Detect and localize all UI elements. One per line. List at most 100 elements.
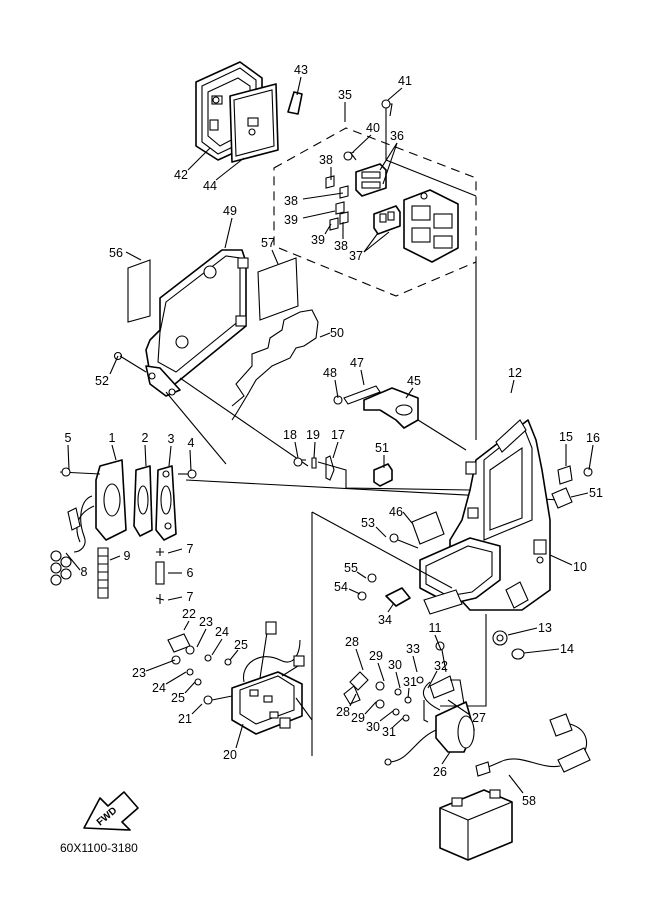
leader-line-c53 bbox=[375, 526, 387, 538]
leader-line-c29a bbox=[377, 662, 385, 682]
leader-line-c28b bbox=[349, 693, 357, 707]
leader-line-c43 bbox=[296, 76, 302, 96]
forward-arrow-icon: FWD bbox=[83, 791, 139, 831]
callout-c35: 35 bbox=[338, 88, 352, 102]
leader-line-c39b bbox=[324, 223, 332, 235]
leader-line-c25a bbox=[229, 649, 239, 661]
leader-line-c14 bbox=[523, 648, 560, 654]
callout-c29b: 29 bbox=[351, 711, 365, 725]
leader-line-c31b bbox=[392, 717, 404, 728]
leader-line-c37b bbox=[363, 231, 390, 253]
mid-parts bbox=[293, 385, 471, 491]
leader-line-c4 bbox=[189, 449, 192, 472]
relay-group-35 bbox=[273, 99, 477, 440]
callout-c42: 42 bbox=[174, 168, 188, 182]
callout-c45: 45 bbox=[407, 374, 421, 388]
callout-c10: 10 bbox=[573, 560, 587, 574]
leader-line-c11 bbox=[434, 634, 442, 651]
callout-c9: 9 bbox=[124, 549, 131, 563]
callout-c31a: 31 bbox=[403, 675, 417, 689]
callout-c28b: 28 bbox=[336, 705, 350, 719]
callout-c55: 55 bbox=[344, 561, 358, 575]
leader-line-c24a bbox=[211, 638, 223, 656]
leader-line-c26 bbox=[441, 751, 451, 765]
electrical-bracket-10 bbox=[311, 419, 593, 756]
callout-c19: 19 bbox=[306, 428, 320, 442]
leader-line-c7b bbox=[167, 596, 183, 601]
callout-c3: 3 bbox=[168, 432, 175, 446]
leader-line-c13 bbox=[507, 627, 538, 636]
callout-c38b: 38 bbox=[284, 194, 298, 208]
leader-line-c47 bbox=[360, 369, 365, 386]
leader-line-c27 bbox=[447, 699, 471, 716]
callout-c48: 48 bbox=[323, 366, 337, 380]
leader-line-c50 bbox=[319, 332, 331, 338]
callout-c44: 44 bbox=[203, 179, 217, 193]
callout-c51b: 51 bbox=[589, 486, 603, 500]
leader-line-c56 bbox=[125, 251, 142, 261]
leader-line-c45 bbox=[405, 387, 414, 399]
callout-c33: 33 bbox=[406, 642, 420, 656]
callout-c51: 51 bbox=[375, 441, 389, 455]
callout-c47: 47 bbox=[350, 356, 364, 370]
callout-c25a: 25 bbox=[234, 638, 248, 652]
callout-c58: 58 bbox=[522, 794, 536, 808]
callout-c27: 27 bbox=[472, 711, 486, 725]
leader-line-c20 bbox=[235, 723, 244, 749]
drawing-code: 60X1100-3180 bbox=[60, 841, 138, 855]
starter-relay-26 bbox=[343, 671, 475, 766]
leader-line-c42 bbox=[187, 147, 211, 171]
leader-line-c30b bbox=[379, 710, 394, 722]
callout-c28a: 28 bbox=[345, 635, 359, 649]
callout-c18: 18 bbox=[283, 428, 297, 442]
leader-line-c3 bbox=[168, 445, 172, 467]
leader-line-c57 bbox=[271, 249, 279, 265]
callout-c37: 37 bbox=[349, 249, 363, 263]
callout-c31b: 31 bbox=[382, 725, 396, 739]
callout-c36: 36 bbox=[390, 129, 404, 143]
leader-line-c5 bbox=[67, 444, 70, 471]
callout-c32: 32 bbox=[434, 659, 448, 673]
cover-assembly-42-44 bbox=[195, 61, 303, 163]
leader-line-c16 bbox=[588, 444, 594, 471]
callout-c23a: 23 bbox=[199, 615, 213, 629]
callout-c38c: 38 bbox=[334, 239, 348, 253]
leader-line-c51b bbox=[570, 492, 589, 498]
callout-c2: 2 bbox=[142, 431, 149, 445]
callout-c49: 49 bbox=[223, 204, 237, 218]
callout-c50: 50 bbox=[330, 326, 344, 340]
leader-line-c18 bbox=[294, 441, 299, 459]
leader-line-c38b bbox=[302, 192, 344, 200]
leader-line-c25b bbox=[184, 681, 196, 694]
leader-line-c29b bbox=[364, 701, 377, 715]
leader-line-c55 bbox=[356, 571, 367, 579]
callout-c26: 26 bbox=[433, 765, 447, 779]
leader-line-c21 bbox=[191, 703, 203, 715]
callout-c5: 5 bbox=[65, 431, 72, 445]
leader-line-c32 bbox=[427, 670, 438, 689]
leader-line-c12 bbox=[510, 379, 515, 394]
leader-line-c49 bbox=[224, 217, 233, 249]
callout-c14: 14 bbox=[560, 642, 574, 656]
leader-line-c2 bbox=[144, 444, 147, 467]
callout-c30a: 30 bbox=[388, 658, 402, 672]
leader-line-c8 bbox=[65, 552, 81, 571]
leader-line-c30a bbox=[395, 671, 401, 689]
callout-c8: 8 bbox=[81, 565, 88, 579]
rectifier-20 bbox=[167, 621, 313, 735]
leader-line-c41 bbox=[387, 87, 403, 101]
leader-line-c22 bbox=[183, 620, 190, 631]
callout-c46: 46 bbox=[389, 505, 403, 519]
callout-c30b: 30 bbox=[366, 720, 380, 734]
callout-c1: 1 bbox=[109, 431, 116, 445]
callout-c57: 57 bbox=[261, 236, 275, 250]
battery-cable-58 bbox=[439, 713, 591, 861]
bracket-49 bbox=[113, 249, 319, 467]
callout-c12: 12 bbox=[508, 366, 522, 380]
leader-line-c33 bbox=[412, 655, 418, 673]
leader-line-c36b bbox=[382, 142, 398, 185]
callout-c21: 21 bbox=[178, 712, 192, 726]
leader-line-c28a bbox=[355, 648, 364, 671]
leader-line-c36 bbox=[379, 142, 398, 171]
